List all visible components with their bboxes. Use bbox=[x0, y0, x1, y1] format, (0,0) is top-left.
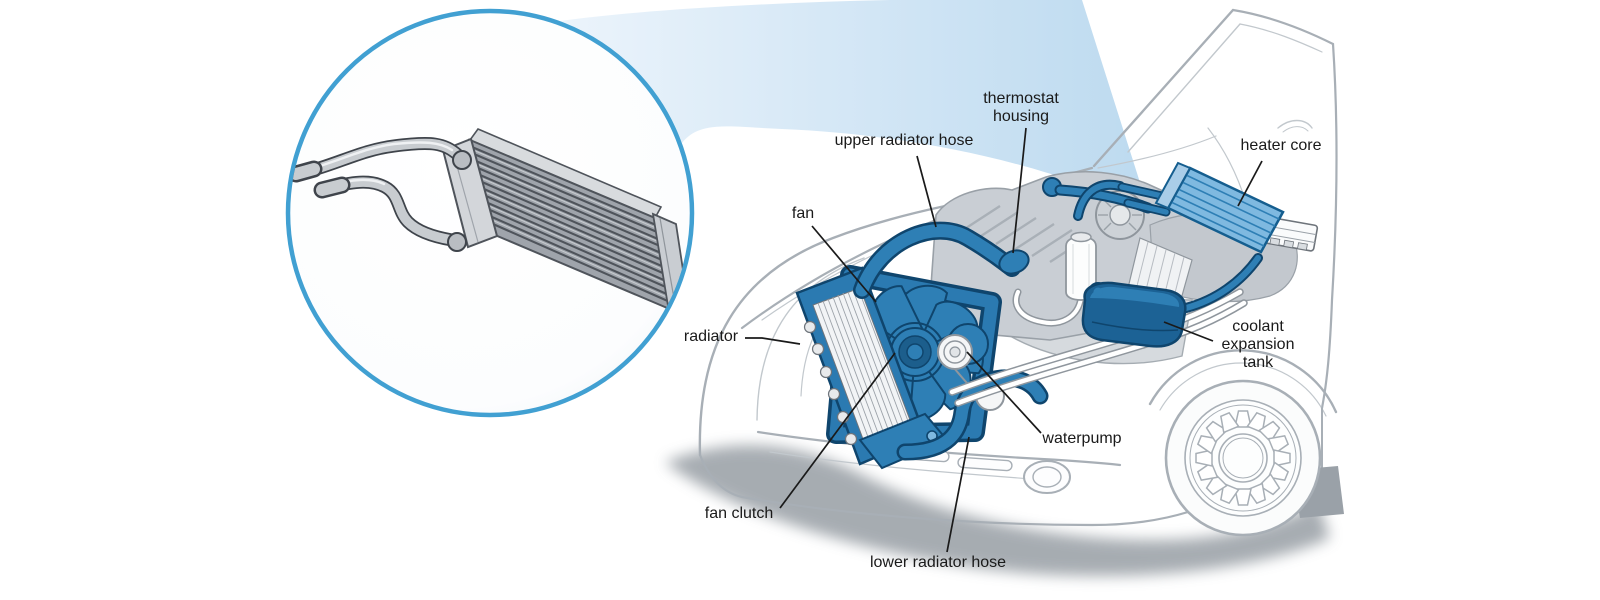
projection-beam bbox=[560, 0, 1150, 214]
label-heater-core: heater core bbox=[1240, 137, 1322, 154]
overflow-bottle bbox=[1065, 231, 1097, 301]
leader-coolant-expansion-tank bbox=[1163, 321, 1214, 342]
label-radiator: radiator bbox=[683, 328, 739, 345]
car-shadow bbox=[665, 445, 1330, 577]
magnifier-circle bbox=[285, 8, 695, 418]
leader-fan bbox=[811, 225, 877, 303]
heater-core-detail bbox=[290, 128, 690, 318]
heater-core-graphic bbox=[1073, 161, 1285, 313]
label-coolant-expansion-tank: coolant expansion tank bbox=[1221, 318, 1295, 371]
label-fan-clutch: fan clutch bbox=[704, 505, 774, 522]
leader-lower-radiator-hose bbox=[946, 436, 970, 553]
leader-fan-clutch bbox=[779, 352, 896, 509]
leader-upper-radiator-hose bbox=[916, 155, 937, 228]
leader-lines bbox=[745, 127, 1263, 553]
label-waterpump: waterpump bbox=[1042, 430, 1122, 447]
coolant-expansion-tank-graphic bbox=[1081, 281, 1187, 348]
label-thermostat-housing: thermostat housing bbox=[983, 90, 1059, 125]
cooling-fan-graphic bbox=[840, 279, 987, 427]
label-upper-radiator-hose: upper radiator hose bbox=[834, 132, 974, 149]
label-fan: fan bbox=[791, 205, 815, 222]
leader-thermostat-housing bbox=[1012, 127, 1027, 254]
leader-radiator bbox=[745, 337, 801, 345]
leader-waterpump bbox=[966, 351, 1042, 434]
leader-heater-core bbox=[1237, 160, 1263, 207]
label-lower-radiator-hose: lower radiator hose bbox=[869, 554, 1007, 571]
front-wheel bbox=[1164, 379, 1322, 537]
